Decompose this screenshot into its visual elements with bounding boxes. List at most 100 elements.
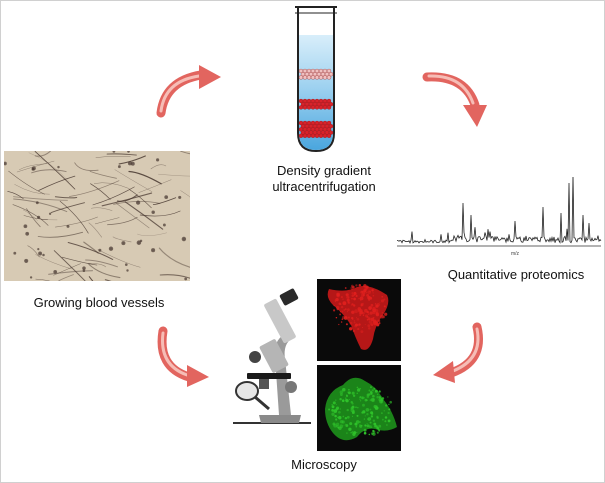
cell-nucleus-dot [25,231,30,236]
tube-band-particle [302,75,308,80]
fluorescent-speckle [359,388,361,390]
vessel-strand [101,192,153,207]
cell-nucleus-dot [162,223,166,227]
fluorescent-speckle [388,403,390,406]
fluorescent-speckle [371,391,374,393]
fluorescent-speckle [356,431,358,434]
fluorescent-speckle [346,298,350,302]
vessel-strand [37,231,84,238]
fluorescent-speckle [371,289,374,292]
fluorescent-speckle [366,422,368,425]
fluorescent-speckle [355,420,360,424]
fluorescent-speckle [385,404,388,407]
cell-nucleus-dot [23,224,28,229]
vessel-strand [92,186,135,206]
cell-nucleus-dot [37,215,41,219]
vessel-strand [48,270,94,275]
fluorescent-speckle [365,292,368,294]
vessel-strand [180,190,190,198]
fluorescent-speckle [342,415,345,418]
fluorescent-speckle [344,308,347,310]
vessel-strand [88,276,94,281]
fluorescent-speckle [358,283,362,287]
fluorescent-speckle [370,386,372,388]
cycle-arrow-icon [433,322,483,383]
fluorescent-speckle [351,294,354,298]
fluorescent-speckle [335,422,340,426]
cell-nucleus-dot [35,201,39,205]
fluorescent-speckle [368,306,372,310]
fluorescent-speckle [364,323,366,326]
fluorescent-speckle [351,310,355,315]
fluorescent-speckle [376,393,379,395]
microscope-icon [233,288,311,424]
vessel-strand [13,196,68,201]
fluorescent-speckle [340,296,343,299]
cell-nucleus-dot [126,269,129,272]
cell-nucleus-dot [121,241,126,246]
fluorescent-speckle [339,303,342,306]
fluorescent-speckle [374,389,378,393]
tube-band-particle [298,133,304,138]
fluorescent-speckle [370,324,372,326]
fluorescent-speckle [353,297,356,301]
fluorescent-speckle [356,414,359,417]
tube-band-particle [310,75,316,80]
density-label-line2: ultracentrifugation [272,179,376,194]
fluorescent-speckle [361,397,363,399]
fluorescent-speckle [388,408,391,411]
fluorescent-speckle [338,323,340,326]
fluorescent-speckle [372,419,376,422]
fluorescent-speckle [369,311,373,315]
fluorescent-speckle [347,308,350,311]
fluorescent-speckle [360,290,364,294]
fluorescent-speckle [371,432,374,435]
fluorescent-speckle [365,407,370,412]
tube-band-particle [326,127,332,132]
tube-band-particle [302,105,308,110]
fluorescent-speckle [353,431,357,435]
fluorescent-speckle [349,422,353,426]
fluorescent-speckle [381,397,383,400]
vessel-strand [158,174,190,177]
fluorescent-speckle [366,315,369,318]
fluorescent-speckle [364,415,366,417]
vessel-strand [12,204,49,226]
fluorescent-speckle [360,330,364,334]
fluorescent-speckle [342,388,346,392]
vessel-strand [152,197,177,206]
fluorescent-speckle [338,426,342,431]
fluorescent-speckle [350,401,353,404]
vessel-strand [89,170,117,179]
fluorescent-speckle [352,329,356,333]
fluorescent-speckle [366,393,370,397]
vessel-strand [128,170,162,185]
fluorescent-speckle [335,407,339,411]
fluorescent-speckle [358,298,360,300]
vessel-strand [94,182,130,189]
tube-band-particle [328,130,334,135]
fluorescent-speckle [372,316,375,319]
vessel-strand [180,151,190,155]
cell-nucleus-dot [38,251,43,256]
fluorescent-speckle [336,416,339,419]
cell-nucleus-dot [139,239,143,243]
cell-nucleus-dot [181,236,187,242]
cell-nucleus-dot [24,258,29,263]
fluorescent-speckle [370,397,375,402]
tube-band-particle [314,105,320,110]
fluorescent-speckle [339,311,341,313]
fluorescent-speckle [354,293,357,296]
fluorescent-speckle [372,394,375,398]
vessel-strand [69,180,120,197]
fluorescent-speckle [376,431,379,434]
fluorescent-speckle [366,293,370,297]
cell-nucleus-dot [124,263,128,266]
fluorescent-speckle [350,286,354,290]
vessel-strand [35,254,72,270]
tube-band-particle [314,133,320,138]
tube-band-particle [322,105,328,110]
fluorescent-speckle [372,429,375,433]
tube-band-particle [326,75,332,80]
tube-band-particle [322,133,328,138]
